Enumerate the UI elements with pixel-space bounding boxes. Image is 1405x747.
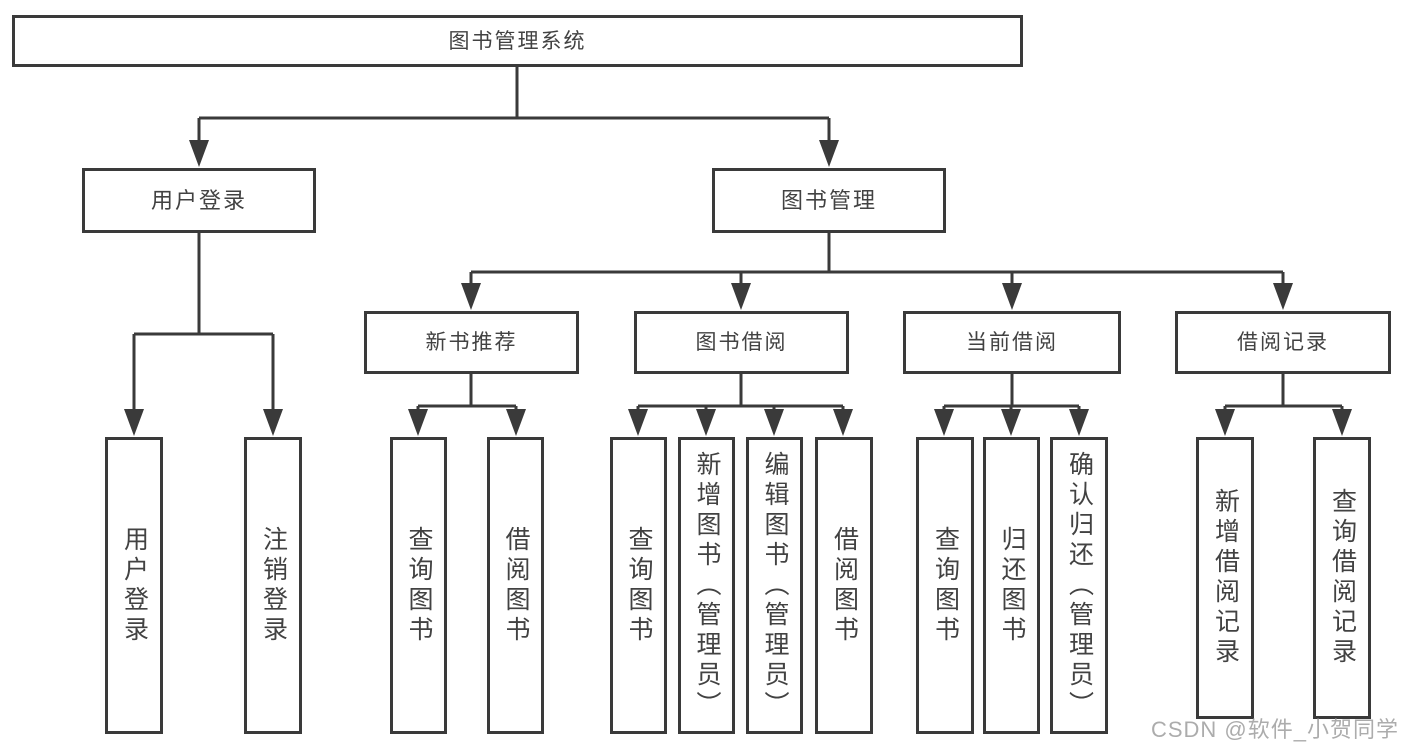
leaf-query-books-borrowing-label: 查询图书 bbox=[625, 525, 653, 646]
node-new-book-recommend: 新书推荐 bbox=[364, 311, 579, 374]
leaf-query-books-current: 查询图书 bbox=[916, 437, 974, 734]
leaf-borrow-books-recommend-label: 借阅图书 bbox=[502, 525, 530, 646]
leaf-add-books-admin: 新增图书（管理员） bbox=[678, 437, 735, 734]
leaf-logout: 注销登录 bbox=[244, 437, 302, 734]
node-user-login-group-label: 用户登录 bbox=[150, 187, 247, 213]
leaf-confirm-return-admin: 确认归还（管理员） bbox=[1050, 437, 1108, 734]
node-library-system: 图书管理系统 bbox=[12, 15, 1023, 67]
leaf-edit-books-admin: 编辑图书（管理员） bbox=[746, 437, 803, 734]
node-current-borrowing: 当前借阅 bbox=[903, 311, 1121, 374]
leaf-query-books-current-label: 查询图书 bbox=[931, 525, 960, 646]
node-new-book-recommend-label: 新书推荐 bbox=[425, 331, 518, 354]
leaf-borrow-books-borrowing-label: 借阅图书 bbox=[830, 525, 859, 646]
leaf-borrow-books-borrowing: 借阅图书 bbox=[815, 437, 873, 734]
leaf-add-borrow-record: 新增借阅记录 bbox=[1196, 437, 1254, 719]
node-borrowing-records-label: 借阅记录 bbox=[1237, 331, 1329, 354]
leaf-borrow-books-recommend: 借阅图书 bbox=[487, 437, 544, 734]
leaf-query-books-recommend: 查询图书 bbox=[390, 437, 447, 734]
csdn-watermark: CSDN @软件_小贺同学 bbox=[1150, 717, 1399, 742]
leaf-logout-label: 注销登录 bbox=[259, 525, 288, 646]
leaf-query-borrow-record-label: 查询借阅记录 bbox=[1328, 488, 1357, 668]
leaf-query-books-recommend-label: 查询图书 bbox=[405, 525, 433, 646]
leaf-query-books-borrowing: 查询图书 bbox=[610, 437, 667, 734]
leaf-add-borrow-record-label: 新增借阅记录 bbox=[1211, 488, 1240, 668]
node-book-borrowing: 图书借阅 bbox=[634, 311, 849, 374]
leaf-query-borrow-record: 查询借阅记录 bbox=[1313, 437, 1371, 719]
leaf-user-login-label: 用户登录 bbox=[120, 525, 149, 646]
node-library-system-label: 图书管理系统 bbox=[448, 29, 587, 53]
leaf-confirm-return-admin-label: 确认归还（管理员） bbox=[1065, 450, 1094, 721]
leaf-user-login: 用户登录 bbox=[105, 437, 163, 734]
leaf-edit-books-admin-label: 编辑图书（管理员） bbox=[761, 450, 789, 721]
leaf-return-books-label: 归还图书 bbox=[998, 525, 1026, 646]
leaf-return-books: 归还图书 bbox=[983, 437, 1040, 734]
node-borrowing-records: 借阅记录 bbox=[1175, 311, 1391, 374]
leaf-add-books-admin-label: 新增图书（管理员） bbox=[693, 450, 721, 721]
node-user-login-group: 用户登录 bbox=[82, 168, 316, 233]
connector-arrowheads bbox=[124, 140, 1352, 436]
node-book-management-label: 图书管理 bbox=[780, 187, 877, 213]
node-book-management: 图书管理 bbox=[712, 168, 946, 233]
node-book-borrowing-label: 图书借阅 bbox=[695, 331, 788, 354]
node-current-borrowing-label: 当前借阅 bbox=[966, 331, 1058, 354]
